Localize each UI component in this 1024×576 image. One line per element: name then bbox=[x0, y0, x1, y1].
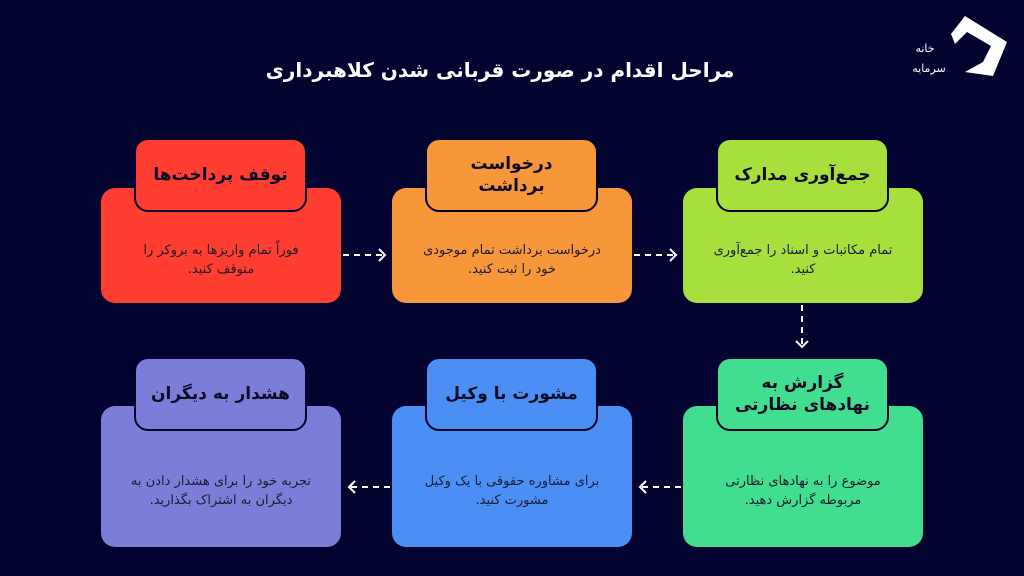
step-title: جمع‌آوری مدارک bbox=[716, 138, 889, 212]
step-title: مشورت با وکیل bbox=[425, 357, 598, 431]
page-title: مراحل اقدام در صورت قربانی شدن کلاهبردار… bbox=[265, 58, 735, 82]
step-title: گزارش به نهادهای نظارتی bbox=[716, 357, 889, 431]
svg-text:سرمایه: سرمایه bbox=[912, 62, 946, 75]
svg-text:خانه: خانه bbox=[915, 42, 934, 55]
arrow-right-icon bbox=[343, 248, 387, 262]
logo: خانه سرمایه bbox=[912, 16, 1007, 76]
arrow-left-icon bbox=[638, 480, 682, 494]
arrow-right-icon bbox=[634, 248, 678, 262]
step-title: هشدار به دیگران bbox=[134, 357, 307, 431]
step-title: درخواست برداشت bbox=[425, 138, 598, 212]
arrow-down-icon bbox=[795, 305, 809, 349]
arrow-left-icon bbox=[347, 480, 391, 494]
step-title: توقف پرداخت‌ها bbox=[134, 138, 307, 212]
